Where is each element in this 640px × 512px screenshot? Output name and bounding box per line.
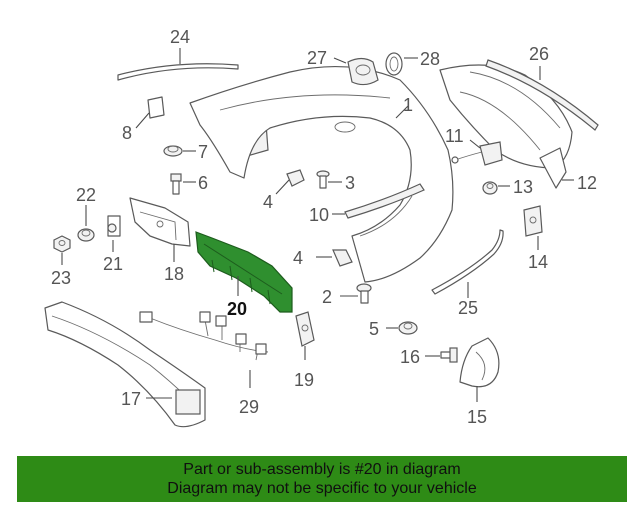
info-banner: Part or sub-assembly is #20 in diagram D… bbox=[17, 456, 627, 502]
callout-14[interactable]: 14 bbox=[528, 252, 548, 272]
callout-19[interactable]: 19 bbox=[294, 370, 314, 390]
callout-29[interactable]: 29 bbox=[239, 397, 259, 417]
callout-13[interactable]: 13 bbox=[513, 177, 533, 197]
callout-2[interactable]: 2 bbox=[322, 287, 332, 307]
banner-line-2: Diagram may not be specific to your vehi… bbox=[167, 480, 477, 497]
part-6-bolt: 6 bbox=[170, 173, 208, 195]
callout-22[interactable]: 22 bbox=[76, 185, 96, 205]
part-16-bolt: 16 bbox=[400, 347, 458, 367]
callout-23[interactable]: 23 bbox=[51, 268, 71, 288]
callout-5[interactable]: 5 bbox=[369, 319, 379, 339]
callout-11[interactable]: 11 bbox=[445, 126, 464, 146]
part-27-sensor: 27 bbox=[307, 48, 379, 86]
parts-diagram: 24 8 7 6 22 23 21 bbox=[44, 27, 599, 428]
callout-6[interactable]: 6 bbox=[198, 173, 208, 193]
part-2-screw: 2 bbox=[322, 283, 372, 307]
part-3-screw: 3 bbox=[316, 170, 355, 193]
part-29-wiring: 29 bbox=[139, 311, 269, 417]
callout-16[interactable]: 16 bbox=[400, 347, 420, 367]
part-24-trim-strip: 24 bbox=[117, 27, 239, 81]
part-8-clip: 8 bbox=[122, 96, 165, 143]
callout-3[interactable]: 3 bbox=[345, 173, 355, 193]
callout-8[interactable]: 8 bbox=[122, 123, 132, 143]
part-26-diffuser: 26 bbox=[439, 44, 599, 169]
part-10-absorber: 10 bbox=[309, 183, 425, 225]
callout-27[interactable]: 27 bbox=[307, 48, 327, 68]
part-7-grommet: 7 bbox=[163, 142, 208, 162]
callout-24[interactable]: 24 bbox=[170, 27, 190, 47]
callout-21[interactable]: 21 bbox=[103, 254, 123, 274]
callout-17[interactable]: 17 bbox=[121, 389, 141, 409]
part-20-reinforcement: 20 bbox=[195, 231, 293, 319]
callout-26[interactable]: 26 bbox=[529, 44, 549, 64]
callout-4-lower[interactable]: 4 bbox=[293, 248, 303, 268]
callout-28[interactable]: 28 bbox=[420, 49, 440, 69]
part-4-clip-upper: 4 bbox=[263, 169, 305, 212]
part-19-bracket: 19 bbox=[294, 311, 315, 390]
callout-18[interactable]: 18 bbox=[164, 264, 184, 284]
part-17-impact-bar: 17 bbox=[44, 301, 206, 428]
part-21-stud: 21 bbox=[103, 215, 123, 274]
part-22-washer: 22 bbox=[76, 185, 96, 242]
part-14-bracket: 14 bbox=[523, 205, 548, 272]
part-18-bracket: 18 bbox=[129, 197, 191, 284]
part-11-harness: 11 bbox=[445, 126, 503, 166]
banner-line-1: Part or sub-assembly is #20 in diagram bbox=[183, 461, 461, 478]
callout-4-upper[interactable]: 4 bbox=[263, 192, 273, 212]
part-25-strip: 25 bbox=[431, 229, 504, 318]
callout-10[interactable]: 10 bbox=[309, 205, 329, 225]
part-15-shield: 15 bbox=[459, 337, 500, 427]
callout-20[interactable]: 20 bbox=[227, 299, 247, 319]
part-5-grommet: 5 bbox=[369, 319, 418, 339]
part-12-corner-trim: 12 bbox=[539, 147, 597, 193]
part-13-nut: 13 bbox=[482, 177, 533, 197]
part-28-ring: 28 bbox=[385, 49, 440, 76]
callout-7[interactable]: 7 bbox=[198, 142, 208, 162]
part-4-clip-lower: 4 bbox=[293, 248, 353, 268]
callout-25[interactable]: 25 bbox=[458, 298, 478, 318]
part-23-nut: 23 bbox=[51, 235, 71, 288]
callout-12[interactable]: 12 bbox=[577, 173, 597, 193]
callout-1[interactable]: 1 bbox=[403, 95, 413, 115]
callout-15[interactable]: 15 bbox=[467, 407, 487, 427]
